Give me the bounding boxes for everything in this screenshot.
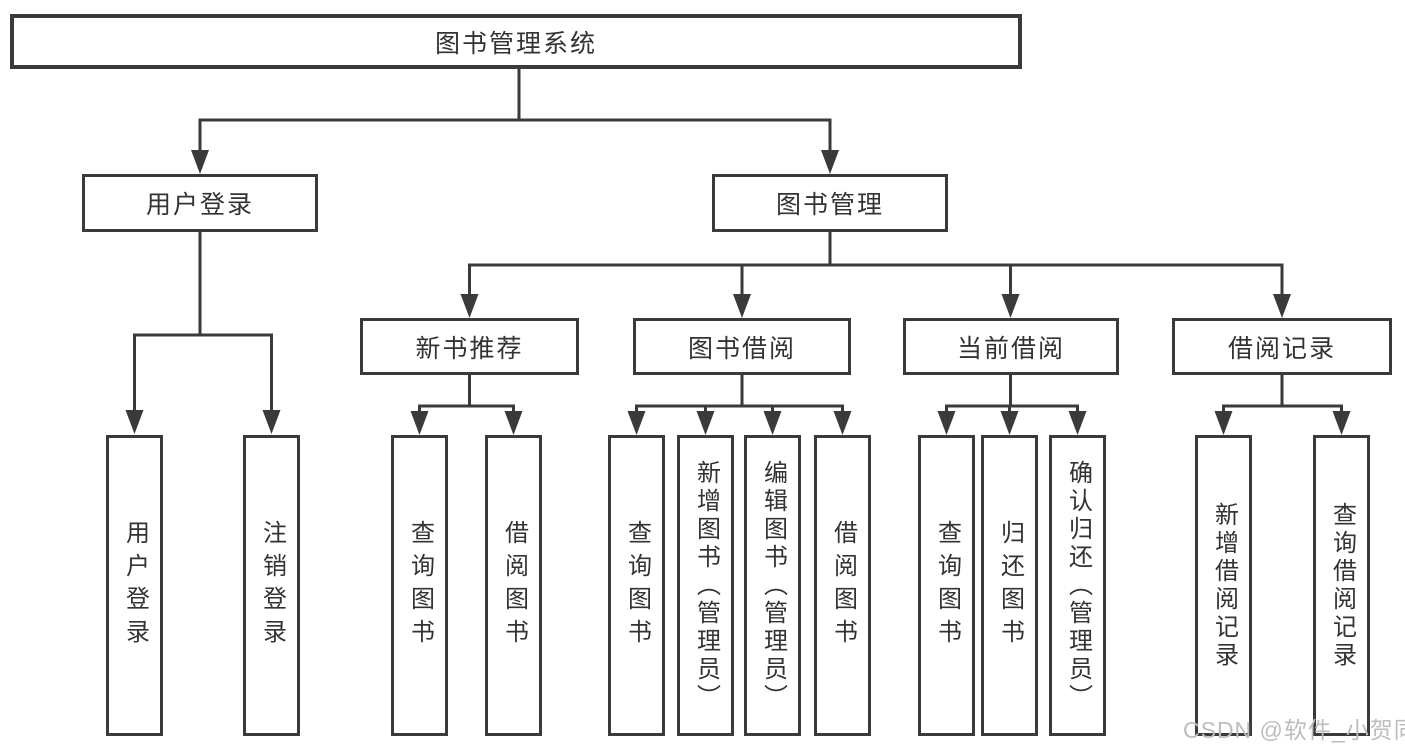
leaf-edit-book-admin: 编辑图书（管理员）: [744, 435, 801, 736]
leaf-borrow-books-borrowing: 借阅图书: [814, 435, 871, 736]
leaf-query-books-recommend: 查询图书: [391, 435, 448, 736]
leaf-confirm-return-admin: 确认归还（管理员）: [1049, 435, 1106, 736]
leaf-user-login: 用户登录: [106, 435, 163, 736]
csdn-watermark: CSDN @软件_小贺同学: [1183, 717, 1405, 743]
leaf-borrow-books-recommend: 借阅图书: [485, 435, 542, 736]
arrowheads: [125, 150, 1351, 435]
node-user-login: 用户登录: [82, 174, 318, 232]
node-library-management-system: 图书管理系统: [10, 14, 1022, 69]
node-new-book-recommendation: 新书推荐: [360, 318, 579, 375]
leaf-query-books-borrowing: 查询图书: [608, 435, 665, 736]
node-book-management: 图书管理: [712, 174, 948, 232]
leaf-query-books-current: 查询图书: [918, 435, 975, 736]
node-borrow-records: 借阅记录: [1172, 318, 1392, 375]
leaf-query-borrow-record: 查询借阅记录: [1313, 435, 1370, 736]
leaf-add-book-admin: 新增图书（管理员）: [677, 435, 734, 736]
leaf-add-borrow-record: 新增借阅记录: [1195, 435, 1252, 736]
node-book-borrowing: 图书借阅: [633, 318, 851, 375]
leaf-return-book: 归还图书: [981, 435, 1038, 736]
leaf-logout: 注销登录: [243, 435, 300, 736]
node-current-borrowing: 当前借阅: [903, 318, 1119, 375]
